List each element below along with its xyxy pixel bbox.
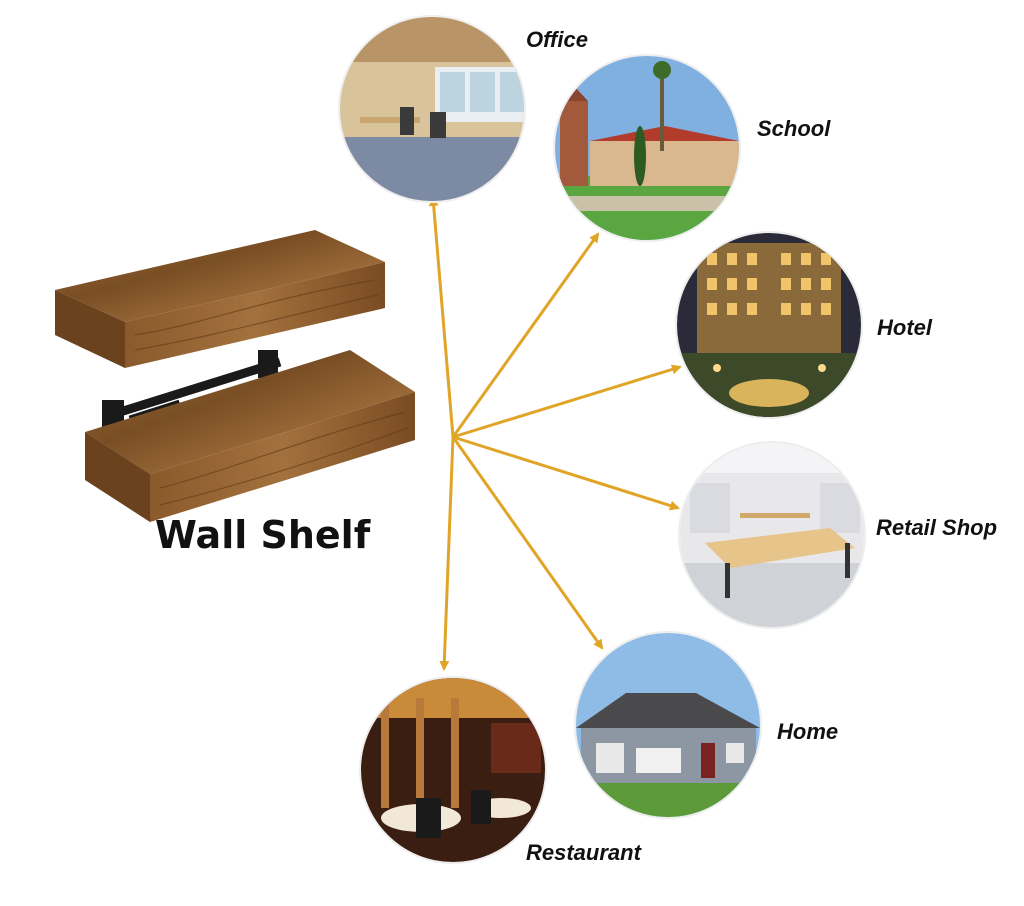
hotel-photo	[677, 233, 861, 417]
lower-shelf	[85, 350, 415, 522]
arrow-restaurant	[439, 436, 455, 671]
location-label-home: Home	[777, 719, 839, 744]
restaurant-photo	[361, 678, 545, 862]
upper-shelf	[55, 230, 385, 368]
office-photo	[340, 17, 524, 201]
location-label-restaurant: Restaurant	[526, 840, 641, 865]
retail-shop-photo	[680, 443, 864, 627]
arrow-home	[451, 436, 604, 650]
product-title: Wall Shelf	[155, 513, 371, 557]
arrow-school	[451, 232, 600, 438]
school-photo	[555, 56, 739, 240]
arrow-hotel	[452, 364, 682, 439]
home-photo	[576, 633, 760, 817]
location-label-office: Office	[526, 27, 588, 52]
location-label-retail-shop: Retail Shop	[876, 515, 998, 540]
location-label-school: School	[757, 116, 831, 141]
arrow-retail	[452, 435, 680, 511]
arrow-office	[428, 196, 455, 438]
location-label-hotel: Hotel	[877, 315, 932, 340]
